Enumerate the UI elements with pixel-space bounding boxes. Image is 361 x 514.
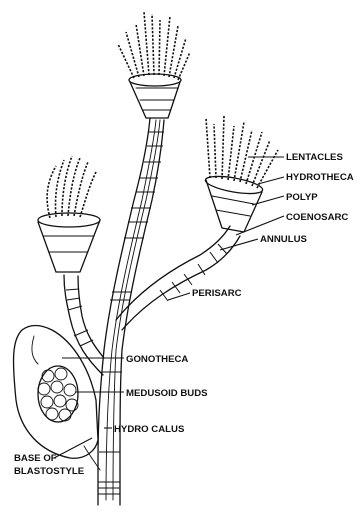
label-coenosarc: COENOSARC (286, 212, 348, 223)
label-gonotheca: GONOTHECA (126, 354, 188, 365)
label-annulus: ANNULUS (260, 234, 308, 245)
top-hydrotheca (129, 74, 181, 118)
top-tentacles (118, 12, 190, 80)
label-hydrotheca: HYDROTHECA (286, 172, 354, 183)
gonotheca (14, 326, 100, 471)
left-tentacles (47, 156, 96, 218)
medusoid-buds (38, 366, 78, 422)
label-perisarc: PERISARC (192, 288, 242, 299)
right-tentacles (206, 116, 278, 188)
label-medusoid-buds: MEDUSOID BUDS (126, 388, 208, 399)
label-base-of: BASE OF (14, 453, 57, 464)
label-polyp: POLYP (286, 192, 318, 203)
main-stem-annuli (98, 132, 164, 494)
left-hydrotheca (38, 213, 100, 272)
right-hydrotheca (204, 173, 264, 232)
label-blastostyle: BLASTOSTYLE (14, 466, 85, 477)
main-stem (98, 118, 164, 505)
leader-lines (54, 157, 284, 458)
label-hydro-calus: HYDRO CALUS (114, 424, 185, 435)
left-branch (64, 275, 104, 375)
label-lentacles: LENTACLES (286, 152, 343, 163)
